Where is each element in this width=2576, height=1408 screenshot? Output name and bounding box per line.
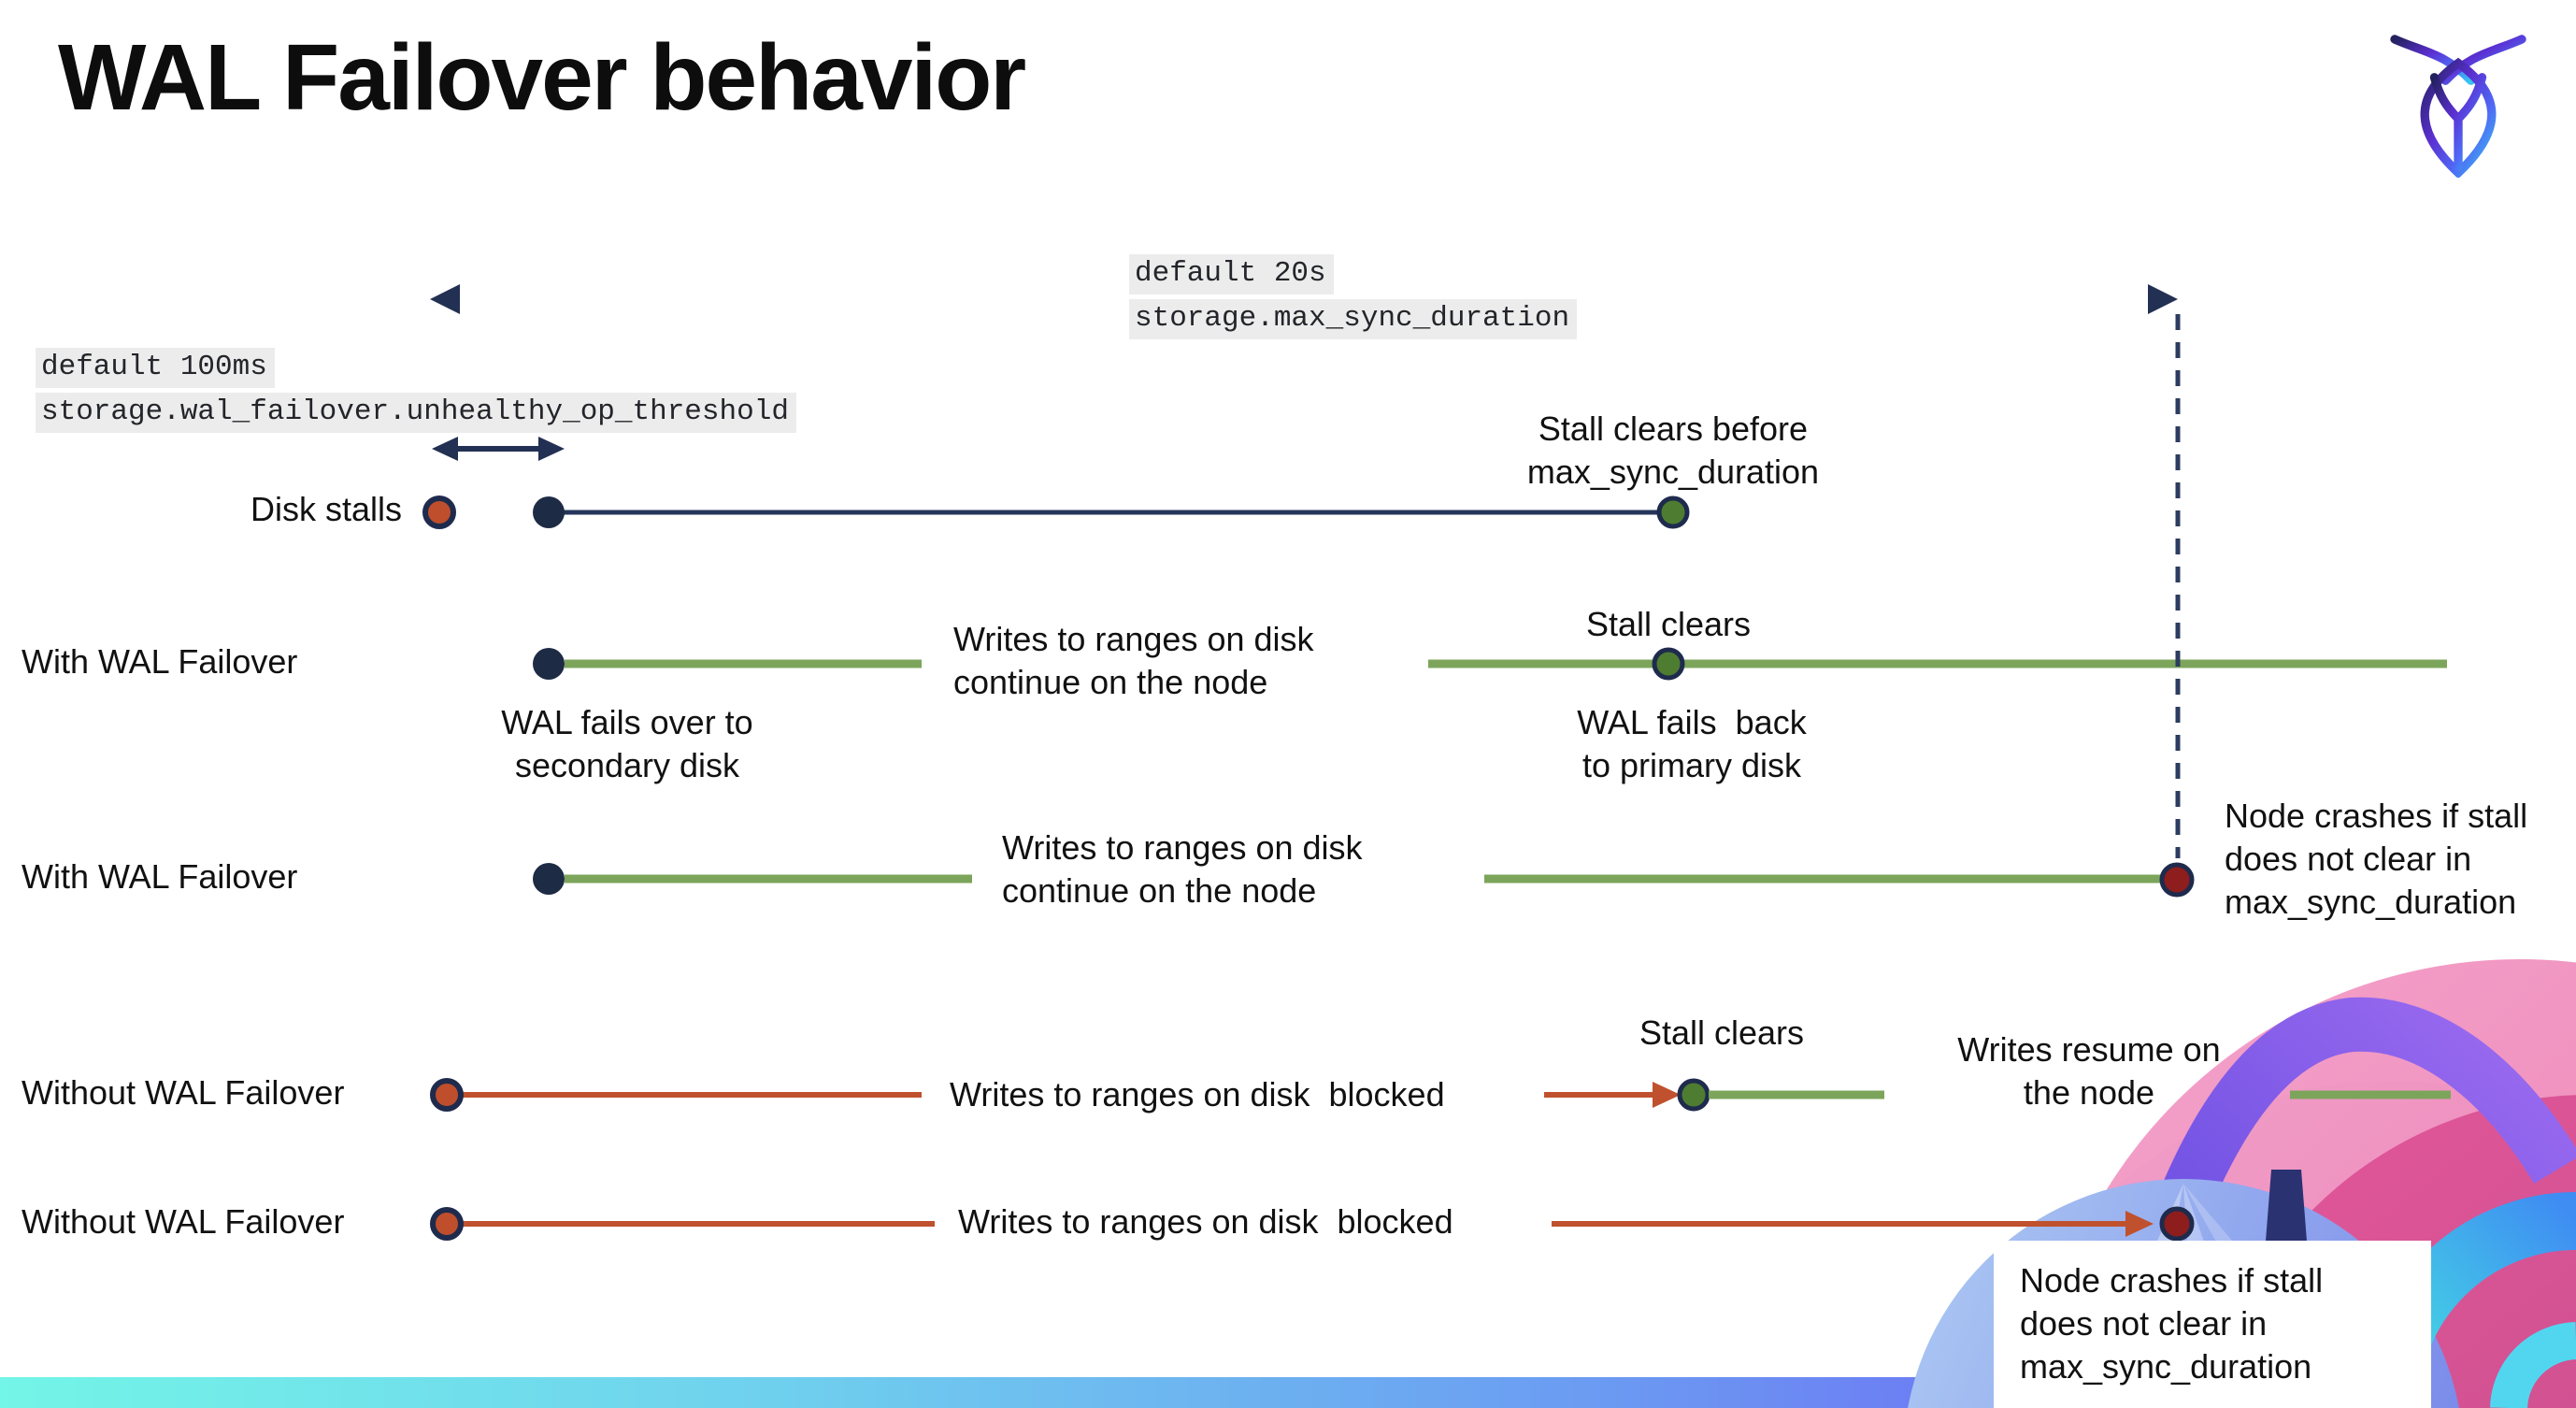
row3-failover-dot (533, 863, 565, 895)
row4-stall-clears-dot (1677, 1078, 1710, 1112)
row5-stall-start-dot (430, 1207, 464, 1241)
row4-stall-start-dot (430, 1078, 464, 1112)
threshold-arrow-head-right-icon (538, 437, 565, 461)
row2-failover-dot (533, 648, 565, 680)
row3-node-crash-dot (2159, 862, 2195, 898)
row4-stall-clears-annotation: Stall clears (1639, 1013, 1805, 1052)
wal-fails-over-annotation: WAL fails over to secondary disk (501, 703, 753, 784)
row5-red-arrow-head-icon (2125, 1211, 2154, 1237)
page-title: WAL Failover behavior (58, 25, 1026, 130)
row2-stall-clears-annotation: Stall clears (1585, 605, 1752, 643)
max-sync-duration-setting-label: default 20s storage.max_sync_duration (1129, 254, 1578, 344)
row1-stall-start-dot (422, 496, 456, 529)
logo-antenna-right (2440, 35, 2526, 85)
artwork-cyan-arch-small (2490, 1322, 2576, 1408)
row5-label: Without WAL Failover (21, 1202, 345, 1241)
row2-stall-clears-dot (1652, 647, 1685, 681)
row5-node-crashes-annotation: Node crashes if stall does not clear in … (2020, 1261, 2324, 1386)
wal-fails-back-annotation: WAL fails back to primary disk (1577, 703, 1807, 784)
row3-writes-continue-annotation: Writes to ranges on disk continue on the… (1002, 828, 1363, 910)
max-sync-default-value: default 20s (1129, 254, 1334, 295)
unhealthy-op-threshold-setting-label: default 100ms storage.wal_failover.unhea… (36, 348, 796, 438)
row1-label: Disk stalls (250, 490, 402, 528)
cockroachdb-logo-icon (2390, 35, 2526, 178)
arrow-head-left-icon (430, 284, 460, 314)
row5-writes-blocked-annotation: Writes to ranges on disk blocked (958, 1202, 1453, 1241)
logo-body (2420, 57, 2497, 178)
row1-stall-clears-dot (1656, 496, 1690, 529)
row3-node-crashes-annotation: Node crashes if stall does not clear in … (2225, 797, 2528, 921)
row4-writes-blocked-annotation: Writes to ranges on disk blocked (950, 1075, 1445, 1113)
row2-label: With WAL Failover (21, 642, 298, 681)
row5-node-crash-dot (2159, 1206, 2195, 1242)
row2-writes-continue-annotation: Writes to ranges on disk continue on the… (953, 620, 1314, 701)
threshold-setting-name: storage.wal_failover.unhealthy_op_thresh… (36, 393, 796, 433)
threshold-arrow-head-left-icon (432, 437, 458, 461)
row4-red-arrow-head-icon (1653, 1082, 1681, 1108)
writes-resume-annotation: Writes resume on the node (1957, 1030, 2221, 1112)
row3-label: With WAL Failover (21, 857, 298, 896)
row4-label: Without WAL Failover (21, 1073, 345, 1112)
row1-threshold-dot (533, 496, 565, 528)
logo-antenna-left (2390, 35, 2476, 85)
arrow-head-right-icon (2148, 284, 2178, 314)
row5-node-crashes-callout: Node crashes if stall does not clear in … (1994, 1241, 2431, 1408)
logo-inner-y (2429, 73, 2487, 171)
threshold-default-value: default 100ms (36, 348, 275, 388)
max-sync-setting-name: storage.max_sync_duration (1129, 299, 1578, 339)
stall-clears-before-annotation: Stall clears before max_sync_duration (1526, 409, 1820, 491)
